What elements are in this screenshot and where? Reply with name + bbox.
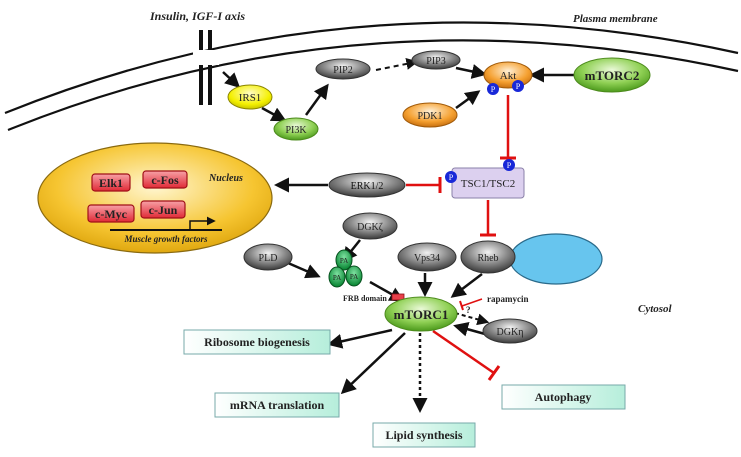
cytosol-label: Cytosol <box>638 303 673 315</box>
tf-box-c-jun <box>140 200 186 219</box>
inhibit-mtorc1-autophagy-bar <box>487 365 501 381</box>
dgkh-label: DGKη <box>497 327 524 338</box>
dgkh-node <box>482 318 538 344</box>
output-autophagy-box <box>501 384 626 410</box>
tsc-phospho-2-label: P <box>507 161 512 170</box>
arrow-pdk1-akt <box>455 90 481 110</box>
akt-phospho-1-label: P <box>491 85 496 94</box>
pip3-node <box>411 50 461 70</box>
arrow-irs1-pi3k <box>261 106 287 122</box>
output-lipid-label: Lipid synthesis <box>385 428 462 442</box>
pi3k-node <box>273 117 319 141</box>
receptor-bar-right <box>208 30 212 105</box>
erk-node <box>328 172 406 198</box>
transcription-start-arrow <box>189 216 216 230</box>
pa-node-3 <box>345 265 363 287</box>
tsc-box <box>451 167 525 199</box>
pa-label-1: PA <box>340 257 348 265</box>
akt-phospho-1 <box>487 83 499 95</box>
inhibit-rapamycin-bar <box>459 300 464 311</box>
rapamycin-label: rapamycin <box>487 294 529 304</box>
arrow-dgkh-mtorc1 <box>453 321 486 337</box>
mtorc1-label: mTORC1 <box>394 307 449 322</box>
receptor-bar-left <box>199 30 203 105</box>
tf-box-c-myc <box>87 204 135 223</box>
nucleus <box>37 142 273 254</box>
tf-label-c-jun: c-Jun <box>149 203 178 217</box>
frb-domain-box <box>391 293 405 301</box>
akt-phospho-2-label: P <box>516 82 521 91</box>
plasma-membrane-inner <box>7 39 739 132</box>
arrow-pi3k-pip2 <box>304 83 329 116</box>
tf-label-c-myc: c-Myc <box>95 207 128 221</box>
question-mark: ? <box>466 305 471 315</box>
plasma-membrane-label: Plasma membrane <box>573 13 658 25</box>
pa-label-3: PA <box>350 273 358 281</box>
mtorc2-node <box>573 57 651 93</box>
pip2-label: PIP2 <box>333 65 352 76</box>
pa-label-2: PA <box>333 274 341 282</box>
akt-phospho-2 <box>512 80 524 92</box>
plasma-membrane-outer <box>4 21 739 115</box>
irs1-node <box>227 84 273 110</box>
inhibit-mtorc1-autophagy <box>432 329 495 375</box>
lysosome <box>509 233 603 285</box>
pld-label: PLD <box>259 253 278 264</box>
tsc-phospho-1-label: P <box>449 173 454 182</box>
pdk1-label: PDK1 <box>417 111 442 122</box>
pi3k-label: PI3K <box>285 125 307 136</box>
arrow-pld-pa <box>287 261 321 279</box>
tsc-phospho-2 <box>503 159 515 171</box>
arrow-receptor-irs1 <box>222 71 241 89</box>
output-autophagy-label: Autophagy <box>535 390 592 404</box>
arrow-pip3-akt <box>455 64 487 79</box>
arrow-mtorc1-mrna <box>340 332 406 395</box>
tsc-phospho-1 <box>445 171 457 183</box>
pa-node-2 <box>328 266 346 288</box>
pip3-label: PIP3 <box>426 56 445 67</box>
vps34-node <box>397 242 457 272</box>
pdk1-node <box>402 102 458 128</box>
pa-node-1 <box>335 249 353 271</box>
output-mrna-label: mRNA translation <box>230 398 325 412</box>
tf-label-elk1: Elk1 <box>99 176 123 190</box>
erk-label: ERK1/2 <box>351 181 384 192</box>
mtorc2-label: mTORC2 <box>585 68 640 83</box>
output-lipid-box <box>372 422 476 448</box>
output-ribosome-box <box>183 329 331 355</box>
output-ribosome-label: Ribosome biogenesis <box>204 335 310 349</box>
inhibit-rapamycin <box>461 298 483 307</box>
insulin-axis-label: Insulin, IGF-I axis <box>149 9 245 23</box>
tsc-label: TSC1/TSC2 <box>461 178 515 190</box>
output-mrna-box <box>214 392 340 418</box>
akt-label: Akt <box>500 70 517 82</box>
irs1-label: IRS1 <box>239 92 262 104</box>
dgkz-node <box>342 212 398 240</box>
frb-domain-label: FRB domain <box>343 294 387 303</box>
arrow-mtorc1-dgkh <box>454 312 490 326</box>
rheb-node <box>460 240 516 274</box>
tf-box-elk1 <box>91 173 131 192</box>
arrow-pip2-pip3 <box>375 57 419 71</box>
tf-box-c-fos <box>142 170 188 189</box>
mtorc1-node <box>384 296 458 332</box>
receptor-gap <box>193 50 219 65</box>
rheb-label: Rheb <box>477 253 498 264</box>
arrow-mtorc1-ribosome <box>327 328 393 349</box>
dgkz-label: DGKζ <box>357 222 383 233</box>
nucleus-label: Nucleus <box>208 173 243 184</box>
tf-label-c-fos: c-Fos <box>151 173 179 187</box>
pip2-node <box>315 58 371 80</box>
muscle-growth-factors-label: Muscle growth factors <box>123 234 208 244</box>
arrow-rheb-mtorc1 <box>450 273 483 298</box>
vps34-label: Vps34 <box>414 253 440 264</box>
pld-node <box>243 243 293 271</box>
